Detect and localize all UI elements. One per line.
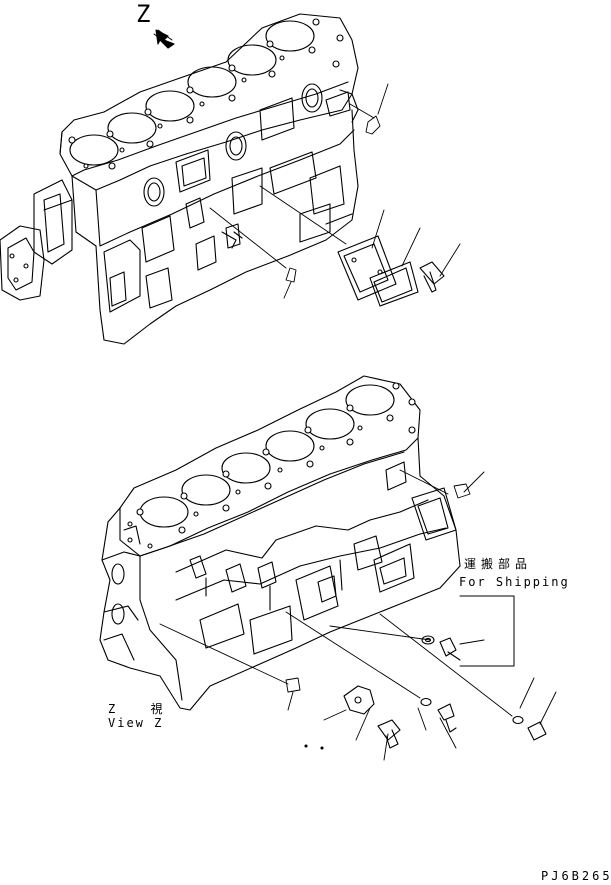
cylinder-bore: [187, 66, 237, 98]
z-direction-arrow: [153, 29, 175, 49]
gasket-part: [337, 235, 397, 301]
cylinder-bore: [265, 20, 315, 52]
cylinder-bore: [305, 408, 355, 440]
view-z-label-jp: Z 視: [108, 702, 177, 716]
for-shipping-bracket: [459, 595, 515, 667]
cylinder-bore: [107, 112, 157, 144]
shipping-washer-part: [421, 635, 435, 645]
cylinder-block-view-z: [99, 375, 461, 711]
washer-part-right: [512, 715, 524, 725]
bolt-part: [437, 703, 457, 733]
leader-lines-bottom: [159, 469, 557, 761]
cover-plate-part: [369, 261, 419, 307]
bolt-icon: [365, 115, 381, 135]
shipping-bolt-part: [439, 637, 485, 661]
plug-fitting-part: [419, 261, 445, 293]
washer-part: [420, 697, 432, 707]
bolt-icon: [285, 677, 301, 693]
cylinder-bore: [181, 474, 231, 506]
cylinder-bore: [345, 384, 395, 416]
bolt-icon: [453, 483, 471, 499]
cylinder-bore: [221, 452, 271, 484]
for-shipping-label: For Shipping: [459, 575, 570, 589]
cylinder-block-top: [0, 13, 359, 345]
cylinder-bore: [139, 496, 189, 528]
view-z-label: View Z: [108, 716, 164, 730]
cylinder-bore: [145, 90, 195, 122]
connector-fitting-part: [377, 719, 401, 749]
bolt-part-right: [527, 721, 547, 741]
for-shipping-label-jp: 運搬部品: [464, 557, 533, 571]
dot-marks: [304, 744, 324, 750]
z-arrow-label: Z: [136, 0, 151, 28]
drawing-code: PJ6B265: [541, 869, 611, 883]
bolt-icon: [285, 267, 297, 283]
leader-lines-top: [209, 83, 461, 299]
flange-gasket-part: [343, 685, 375, 715]
cylinder-bore: [265, 430, 315, 462]
cylinder-bore: [227, 44, 277, 76]
cylinder-bore: [69, 134, 119, 166]
